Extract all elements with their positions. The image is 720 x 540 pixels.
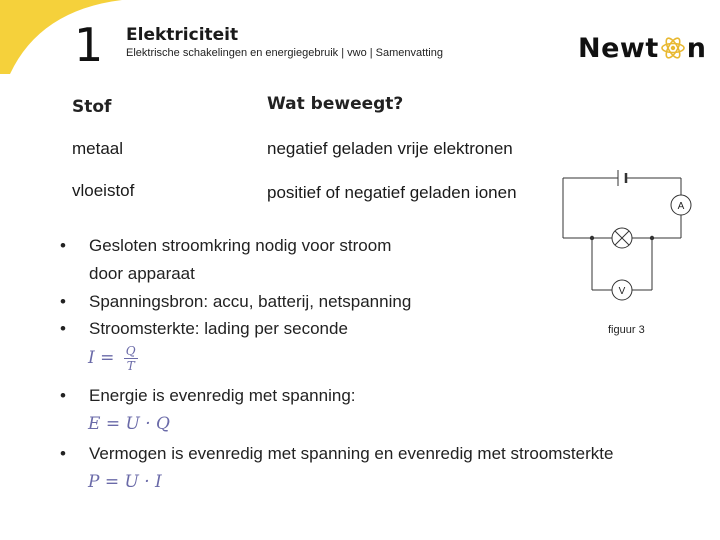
logo-text-right: n bbox=[686, 32, 707, 64]
formula-energy: E = U · Q bbox=[88, 414, 170, 434]
formula-power: P = U · I bbox=[88, 472, 162, 492]
table-cell-metaal-value: negatief geladen vrije elektronen bbox=[267, 139, 513, 158]
page-title: Elektriciteit bbox=[126, 25, 239, 45]
newton-logo: Newt n bbox=[578, 32, 707, 64]
table-cell-vloeistof: vloeistof bbox=[72, 181, 135, 200]
logo-text-left: Newt bbox=[578, 32, 659, 64]
junction-dot bbox=[649, 235, 655, 241]
formula-current: I = Q T bbox=[88, 344, 138, 373]
bullet-text: Gesloten stroomkring nodig voor stroom bbox=[89, 236, 392, 255]
fraction: Q T bbox=[123, 344, 138, 373]
chapter-number: 1 bbox=[74, 18, 104, 72]
atom-icon bbox=[660, 35, 686, 61]
figure-caption: figuur 3 bbox=[608, 324, 645, 336]
page-subtitle: Elektrische schakelingen en energiegebru… bbox=[126, 47, 443, 59]
ammeter-label: A bbox=[678, 201, 685, 212]
table-header-stof: Stof bbox=[72, 97, 112, 117]
circuit-diagram: A V bbox=[560, 168, 700, 308]
voltmeter-label: V bbox=[619, 286, 626, 297]
bullet-text: Spanningsbron: accu, batterij, netspanni… bbox=[89, 292, 412, 311]
ammeter-icon bbox=[670, 194, 692, 216]
voltmeter-icon bbox=[611, 279, 633, 301]
junction-dot bbox=[589, 235, 595, 241]
bullet-text: door apparaat bbox=[89, 264, 195, 283]
bullet-text: Vermogen is evenredig met spanning en ev… bbox=[89, 444, 614, 463]
bullet-text: Energie is evenredig met spanning: bbox=[89, 386, 356, 405]
table-cell-vloeistof-value: positief of negatief geladen ionen bbox=[267, 183, 517, 202]
table-cell-metaal: metaal bbox=[72, 139, 124, 158]
bullet-text: Stroomsterkte: lading per seconde bbox=[89, 319, 348, 338]
lamp-icon bbox=[611, 227, 633, 249]
table-header-wat-beweegt: Wat beweegt? bbox=[267, 94, 404, 114]
header-corner-decoration bbox=[0, 0, 122, 74]
